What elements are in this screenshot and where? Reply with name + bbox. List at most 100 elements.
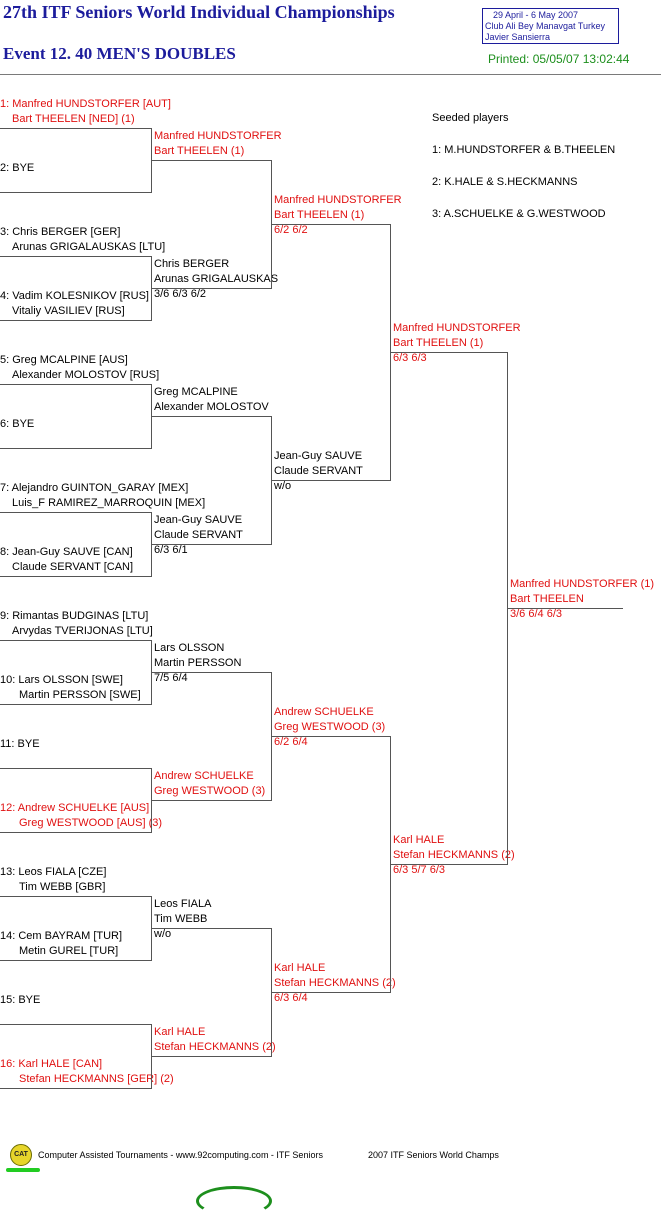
r1-entry-15-player-a: 15: BYE [0,994,41,1006]
event-info-box: 29 April - 6 May 2007 Club Ali Bey Manav… [482,8,619,44]
r2-1-player-a: Manfred HUNDSTORFER [154,130,282,142]
r1-connector-2 [151,256,152,321]
r2-7-player-a: Leos FIALA [154,898,212,910]
r1-line-5 [0,384,152,385]
r2-6-player-b: Greg WESTWOOD (3) [154,785,266,797]
r1-entry-3-player-b: Arunas GRIGALAUSKAS [LTU] [12,241,166,253]
final-line [508,608,623,609]
event-dates: 29 April - 6 May 2007 [493,10,579,20]
qf-connector-2 [390,736,391,993]
r1-connector-3 [151,384,152,449]
seeded-players-title: Seeded players [432,112,509,124]
r1-line-16 [0,1088,152,1089]
sf-1-player-b: Bart THEELEN (1) [393,337,484,349]
footer-logo-art [196,1186,272,1216]
r2-line-2 [152,288,272,289]
r1-entry-14-player-a: 14: Cem BAYRAM [TUR] [0,930,123,942]
r2-5-player-b: Martin PERSSON [154,657,242,669]
sf-2-score: 6/3 5/7 6/3 [393,864,445,876]
sf-2-player-a: Karl HALE [393,834,445,846]
r1-entry-11-player-a: 11: BYE [0,738,40,750]
sf-1-score: 6/3 6/3 [393,352,427,364]
r1-line-13 [0,896,152,897]
r1-line-11 [0,768,152,769]
r2-line-8 [152,1056,272,1057]
sf-2-player-b: Stefan HECKMANNS (2) [393,849,515,861]
r2-connector-4 [271,928,272,1057]
qf-line-2 [272,480,391,481]
qf-1-player-b: Bart THEELEN (1) [274,209,365,221]
r1-entry-2-player-a: 2: BYE [0,162,35,174]
r2-5-player-a: Lars OLSSON [154,642,225,654]
qf-line-4 [272,992,391,993]
header-divider [0,74,661,75]
r2-3-player-a: Greg MCALPINE [154,386,238,398]
r2-2-player-b: Arunas GRIGALAUSKAS [154,273,279,285]
event-referee: Javier Sansierra [485,32,551,42]
r2-3-player-b: Alexander MOLOSTOV [154,401,269,413]
qf-3-score: 6/2 6/4 [274,736,308,748]
r2-4-player-b: Claude SERVANT [154,529,243,541]
r1-entry-4-player-a: 4: Vadim KOLESNIKOV [RUS] [0,290,149,302]
r1-entry-16-player-a: 16: Karl HALE [CAN] [0,1058,103,1070]
r1-entry-9-player-a: 9: Rimantas BUDGINAS [LTU] [0,610,149,622]
r2-connector-3 [271,672,272,801]
r2-4-score: 6/3 6/1 [154,544,188,556]
seed-1: 1: M.HUNDSTORFER & B.THEELEN [432,144,616,156]
r1-entry-7-player-a: 7: Alejandro GUINTON_GARAY [MEX] [0,482,189,494]
r2-7-score: w/o [154,928,172,940]
r1-entry-5-player-a: 5: Greg MCALPINE [AUS] [0,354,128,366]
r1-line-1 [0,128,152,129]
event-title: Event 12. 40 MEN'S DOUBLES [3,44,236,63]
r1-entry-12-player-b: Greg WESTWOOD [AUS] (3) [19,817,163,829]
r1-entry-10-player-a: 10: Lars OLSSON [SWE] [0,674,123,686]
r1-line-9 [0,640,152,641]
r2-line-7 [152,928,272,929]
r2-6-player-a: Andrew SCHUELKE [154,770,254,782]
r1-connector-7 [151,896,152,961]
r2-7-player-b: Tim WEBB [154,913,208,925]
r1-connector-4 [151,512,152,577]
event-venue: Club Ali Bey Manavgat Turkey [485,21,606,31]
sf-line-1 [391,352,508,353]
r1-entry-5-player-b: Alexander MOLOSTOV [RUS] [12,369,160,381]
r1-line-3 [0,256,152,257]
r1-line-7 [0,512,152,513]
final-player-a: Manfred HUNDSTORFER (1) [510,578,655,590]
final-score: 3/6 6/4 6/3 [510,608,562,620]
qf-connector-1 [390,224,391,481]
seed-2: 2: K.HALE & S.HECKMANNS [432,176,578,188]
r2-2-player-a: Chris BERGER [154,258,230,270]
r2-line-5 [152,672,272,673]
r1-entry-10-player-b: Martin PERSSON [SWE] [19,689,141,701]
seed-3: 3: A.SCHUELKE & G.WESTWOOD [432,208,606,220]
r1-entry-13-player-b: Tim WEBB [GBR] [19,881,106,893]
final-player-b: Bart THEELEN [510,593,584,605]
r1-line-4 [0,320,152,321]
r1-entry-1-player-b: Bart THEELEN [NED] (1) [12,113,135,125]
r2-1-player-b: Bart THEELEN (1) [154,145,245,157]
qf-2-player-b: Claude SERVANT [274,465,363,477]
r1-entry-1-player-a: 1: Manfred HUNDSTORFER [AUT] [0,98,171,110]
r1-entry-12-player-a: 12: Andrew SCHUELKE [AUS] [0,802,150,814]
r1-entry-8-player-b: Claude SERVANT [CAN] [12,561,134,573]
r1-entry-14-player-b: Metin GUREL [TUR] [19,945,119,957]
r1-line-2 [0,192,152,193]
r1-line-14 [0,960,152,961]
qf-3-player-a: Andrew SCHUELKE [274,706,374,718]
footer-event: 2007 ITF Seniors World Champs [368,1150,499,1160]
qf-4-score: 6/3 6/4 [274,992,308,1004]
r1-entry-13-player-a: 13: Leos FIALA [CZE] [0,866,107,878]
r2-line-3 [152,416,272,417]
r2-8-player-a: Karl HALE [154,1026,206,1038]
r1-connector-1 [151,128,152,193]
r1-line-8 [0,576,152,577]
r1-line-6 [0,448,152,449]
r1-entry-16-player-b: Stefan HECKMANNS [GER] (2) [19,1073,174,1085]
r2-5-score: 7/5 6/4 [154,672,188,684]
r2-4-player-a: Jean-Guy SAUVE [154,514,243,526]
r1-line-12 [0,832,152,833]
page-title: 27th ITF Seniors World Individual Champi… [3,2,395,22]
sf-line-2 [391,864,508,865]
r2-line-6 [152,800,272,801]
